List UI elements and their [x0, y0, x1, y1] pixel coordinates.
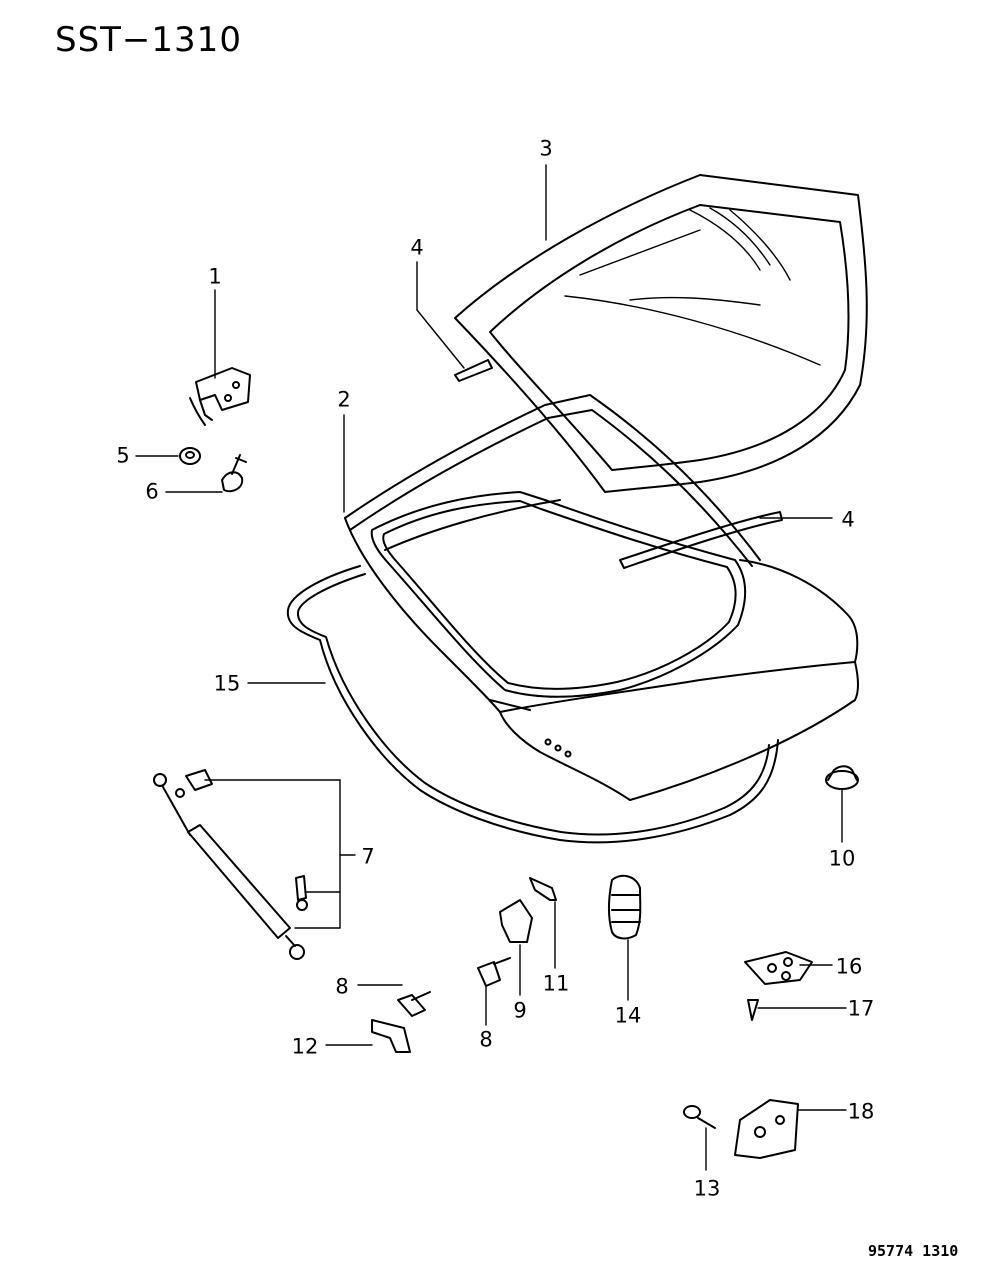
callout-3: 3	[538, 136, 554, 161]
callout-14: 14	[613, 1003, 643, 1028]
bracket-part-12	[371, 1019, 411, 1053]
tailgate-panel-part-2	[344, 394, 859, 801]
bolt-part-13	[683, 1105, 716, 1129]
gas-strut-part-7	[153, 769, 308, 960]
callout-7: 7	[360, 844, 376, 869]
clip-part-11	[529, 877, 557, 901]
callout-6: 6	[144, 479, 160, 504]
callout-4a: 4	[409, 235, 425, 260]
bolt-part-8a	[397, 991, 431, 1017]
bracket-part-9	[499, 899, 533, 943]
callout-18: 18	[846, 1099, 876, 1124]
callout-10: 10	[827, 846, 857, 871]
hinge-part-1	[189, 367, 251, 426]
leader-lines	[135, 164, 847, 1171]
bumper-part-14	[608, 874, 642, 940]
diagram-reference: 95774 1310	[868, 1242, 959, 1260]
callout-11: 11	[541, 971, 571, 996]
callout-5: 5	[115, 443, 131, 468]
bolt-part-8b	[477, 957, 511, 987]
callout-12: 12	[290, 1034, 320, 1059]
bolt-part-6	[221, 454, 247, 493]
weatherstrip-part-15	[286, 565, 779, 844]
callout-2: 2	[336, 387, 352, 412]
callout-17: 17	[846, 996, 876, 1021]
screw-part-17	[747, 999, 759, 1021]
callout-4b: 4	[840, 507, 856, 532]
grommet-part-10	[825, 765, 859, 790]
plate-part-16	[744, 951, 813, 985]
callout-9: 9	[512, 998, 528, 1023]
callout-15: 15	[212, 671, 242, 696]
glass-part-3	[384, 174, 868, 569]
callout-1: 1	[207, 264, 223, 289]
callout-8b: 8	[478, 1027, 494, 1052]
callout-13: 13	[692, 1176, 722, 1201]
diagram-id: SST−1310	[55, 20, 242, 60]
callout-8a: 8	[334, 974, 350, 999]
nut-part-5	[179, 447, 201, 465]
callout-16: 16	[834, 954, 864, 979]
latch-part-18	[734, 1099, 799, 1159]
